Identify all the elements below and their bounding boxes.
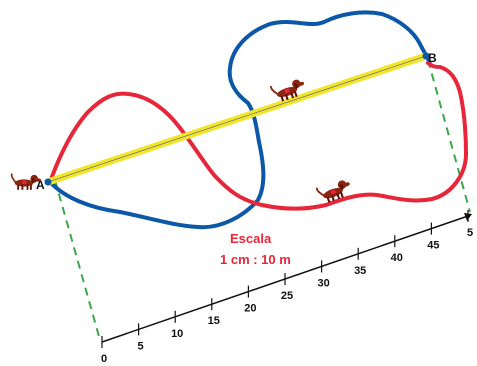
- ruler-tick-label: 45: [427, 240, 439, 252]
- ruler-tick-label: 10: [171, 328, 183, 340]
- ruler: 0 5 10 15 20 25 30 35 40 45 5: [101, 210, 473, 365]
- scale-ratio: 1 cm : 10 m: [220, 252, 291, 267]
- scale-title: Escala: [230, 231, 272, 246]
- ruler-tick-label: 35: [354, 265, 366, 277]
- ruler-tick-label: 5: [467, 227, 473, 239]
- point-a-marker: [44, 178, 52, 186]
- blue-path: [48, 10, 432, 230]
- projection-line-b: [427, 59, 471, 213]
- point-b-label: B: [428, 51, 437, 65]
- projection-line-a: [54, 179, 101, 341]
- ruler-tick-label: 30: [317, 277, 329, 289]
- ruler-tick-label: 5: [138, 340, 144, 352]
- point-a-label: A: [36, 178, 45, 192]
- ruler-tick-label: 15: [208, 315, 220, 327]
- point-b-marker: [422, 52, 430, 60]
- ruler-tick-label: 25: [281, 290, 293, 302]
- ruler-tick-label: 40: [391, 252, 403, 264]
- red-path: [48, 61, 469, 211]
- ruler-tick-label: 20: [244, 303, 256, 315]
- ruler-tick-label: 0: [101, 353, 107, 365]
- straight-line-ab-core: [47, 55, 427, 183]
